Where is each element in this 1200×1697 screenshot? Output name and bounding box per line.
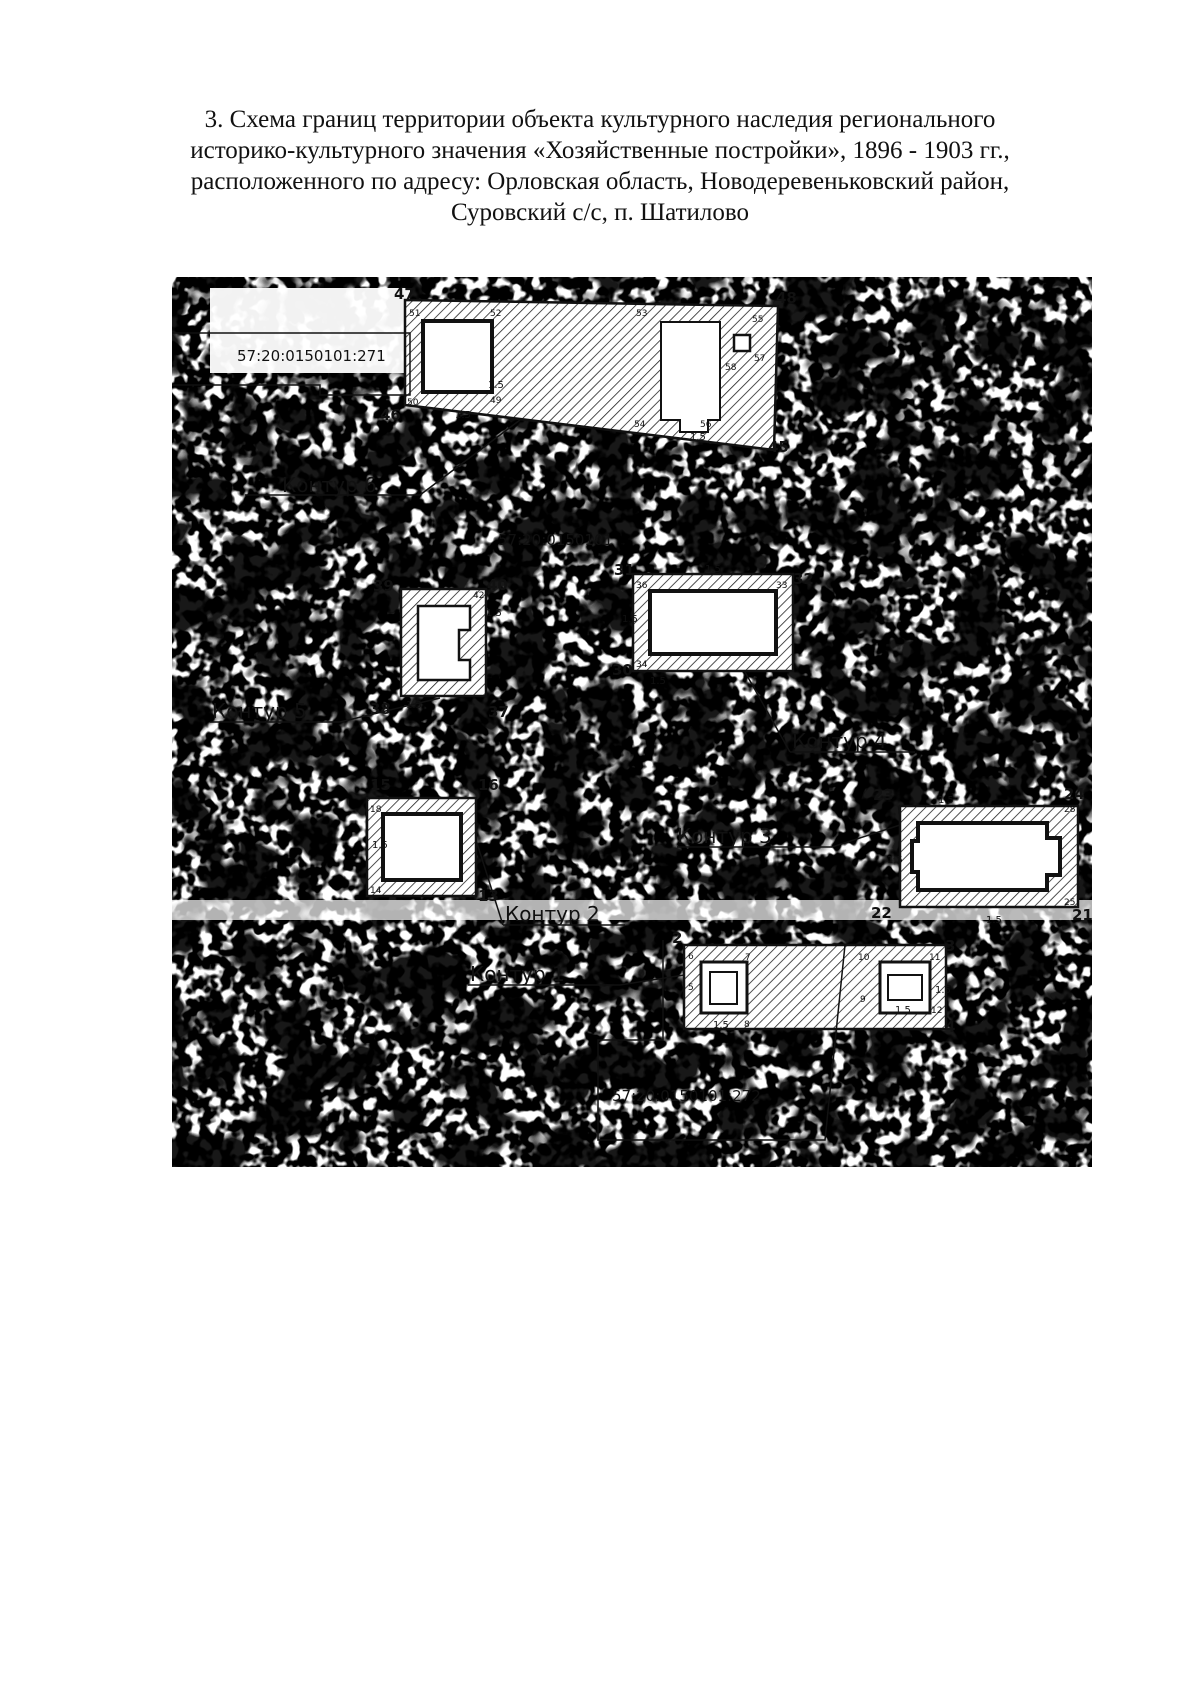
title-line-3: расположенного по адресу: Орловская обла… [190, 168, 1010, 195]
dimension-c2-a: 1.5 [372, 840, 388, 851]
point-13: 13 [478, 887, 499, 905]
boundary-point-labels: 47 48 46 45 39 40 38 37 31 32 30 15 16 1… [370, 285, 1093, 1036]
inner-point-56: 56 [700, 420, 712, 430]
inner-point-28: 28 [1064, 805, 1076, 815]
inner-point-7: 7 [745, 953, 751, 963]
inner-point-54: 54 [634, 420, 646, 430]
inner-point-12: 12 [931, 1006, 942, 1016]
contour-labels: Контур 6 Контур 5 Контур 4 Контур 3 Конт… [212, 473, 887, 986]
point-30: 30 [612, 661, 633, 679]
title-line-2: историко-культурного значения «Хозяйстве… [190, 137, 1010, 164]
inner-point-18: 18 [370, 805, 382, 815]
contour-1-leader [619, 974, 685, 986]
dimension-c5-b: 1.5 [406, 700, 422, 711]
cadastral-boundary-271 [172, 332, 411, 396]
contour-4-parcel [631, 572, 795, 673]
dimension-c6-b: 1.5 [455, 410, 471, 421]
inner-point-25: 25 [1064, 898, 1075, 908]
contour-1-label: Контур 1 [470, 962, 565, 986]
inner-point-34: 34 [636, 660, 648, 670]
dimension-c3-c: 1.5 [986, 915, 1002, 926]
inner-point-57: 57 [754, 354, 765, 364]
inner-point-53: 53 [636, 309, 647, 319]
contour-5-parcel [399, 587, 488, 698]
dimension-c4-b: 1.5 [622, 614, 638, 625]
cadastral-boundary-272 [597, 940, 846, 1141]
inner-point-51: 51 [409, 309, 420, 319]
inner-point-14: 14 [370, 886, 382, 896]
point-45: 45 [768, 438, 789, 456]
point-23: 23 [873, 786, 894, 804]
dimension-c6-a: 1.5 [488, 380, 504, 391]
contour-4-label: Контур 4 [792, 729, 887, 753]
dimension-c1-c: 1.5 [935, 985, 951, 996]
point-2: 2 [672, 929, 682, 947]
contour-3-parcel [898, 804, 1080, 909]
point-24: 24 [1064, 785, 1085, 803]
inner-point-55: 55 [752, 315, 763, 325]
point-15: 15 [370, 776, 391, 794]
inner-point-50: 50 [407, 398, 419, 408]
dimension-c4-a: 1.5 [705, 564, 721, 575]
point-3: 3 [945, 937, 955, 955]
point-40: 40 [487, 576, 508, 594]
contour-2-parcel [365, 796, 478, 898]
point-16: 16 [478, 776, 499, 794]
point-37: 37 [488, 703, 509, 721]
point-38: 38 [370, 700, 391, 718]
inner-point-6: 6 [688, 952, 694, 962]
inner-point-42: 42 [473, 591, 484, 601]
inner-point-11: 11 [929, 953, 940, 963]
document-title: 3. Схема границ территории объекта культ… [140, 104, 1060, 228]
contour-5-label: Контур 5 [212, 699, 307, 723]
cadastral-labels: 57:20:0150101:271 57:20:0150101 57:20:01… [237, 347, 761, 1105]
point-22: 22 [871, 904, 892, 922]
inner-point-33: 33 [776, 581, 787, 591]
cadastral-number-271: 57:20:0150101:271 [237, 347, 386, 365]
contour-2-leader [475, 839, 504, 926]
dimension-c1-b: 1.5 [895, 1005, 911, 1016]
dimension-c4-c: 1.5 [650, 676, 666, 687]
cadastral-block-number: 57:20:0150101 [498, 531, 613, 549]
contour-3-label: Контур 3 [677, 824, 772, 848]
inner-point-8: 8 [744, 1020, 750, 1030]
contour-6-parcel [403, 298, 780, 452]
cadastral-number-272: 57:20:0150101:272 [612, 1087, 761, 1105]
point-31: 31 [614, 561, 635, 579]
dimension-c3-b: 1.5 [887, 855, 903, 866]
dimension-c3-a: 1.5 [938, 795, 954, 806]
contour-5-leader [339, 697, 441, 723]
contour-1-parcel [682, 943, 948, 1031]
inner-point-9: 9 [860, 995, 866, 1005]
point-46: 46 [380, 406, 401, 424]
inner-point-5: 5 [688, 983, 694, 993]
point-48: 48 [776, 289, 797, 307]
contour-4-leader [744, 671, 791, 753]
contour-2-label: Контур 2 [505, 902, 600, 926]
point-39: 39 [373, 577, 394, 595]
title-line-1: 3. Схема границ территории объекта культ… [204, 106, 996, 133]
point-21: 21 [1072, 906, 1093, 924]
point-4: 4 [945, 1018, 955, 1036]
dimension-c6-c: 1.5 [690, 432, 706, 443]
point-47: 47 [394, 285, 415, 303]
dimension-labels: 1.5 1.5 1.5 1.5 1.5 1.5 1.5 1.5 1.5 1.5 … [372, 380, 1002, 1031]
point-32: 32 [793, 570, 814, 588]
inner-point-52: 52 [490, 309, 501, 319]
contour-3-leader [831, 824, 901, 848]
dimension-c5-a: 1.5 [486, 608, 502, 619]
contour-6-label: Контур 6 [282, 473, 377, 497]
inner-point-36: 36 [636, 581, 648, 591]
title-line-4: Суровский с/с, п. Шатилово [450, 199, 750, 226]
inner-point-10: 10 [858, 953, 870, 963]
inner-point-49: 49 [490, 396, 502, 406]
inner-point-58: 58 [725, 363, 737, 373]
inner-point-labels: 51 52 50 49 53 54 55 56 57 58 42 36 34 3… [370, 309, 1076, 1030]
dimension-c1-a: 1.5 [713, 1020, 729, 1031]
contour-6-leader [419, 419, 521, 496]
